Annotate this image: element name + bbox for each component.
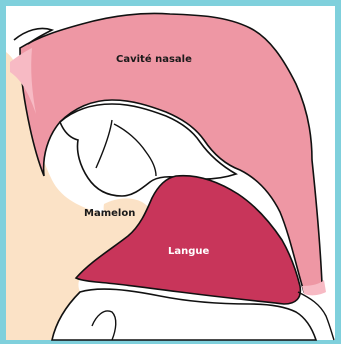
nipple-label: Mamelon [84,208,135,219]
tongue-label: Langue [168,246,210,257]
nasal-cavity-label: Cavité nasale [116,53,192,65]
